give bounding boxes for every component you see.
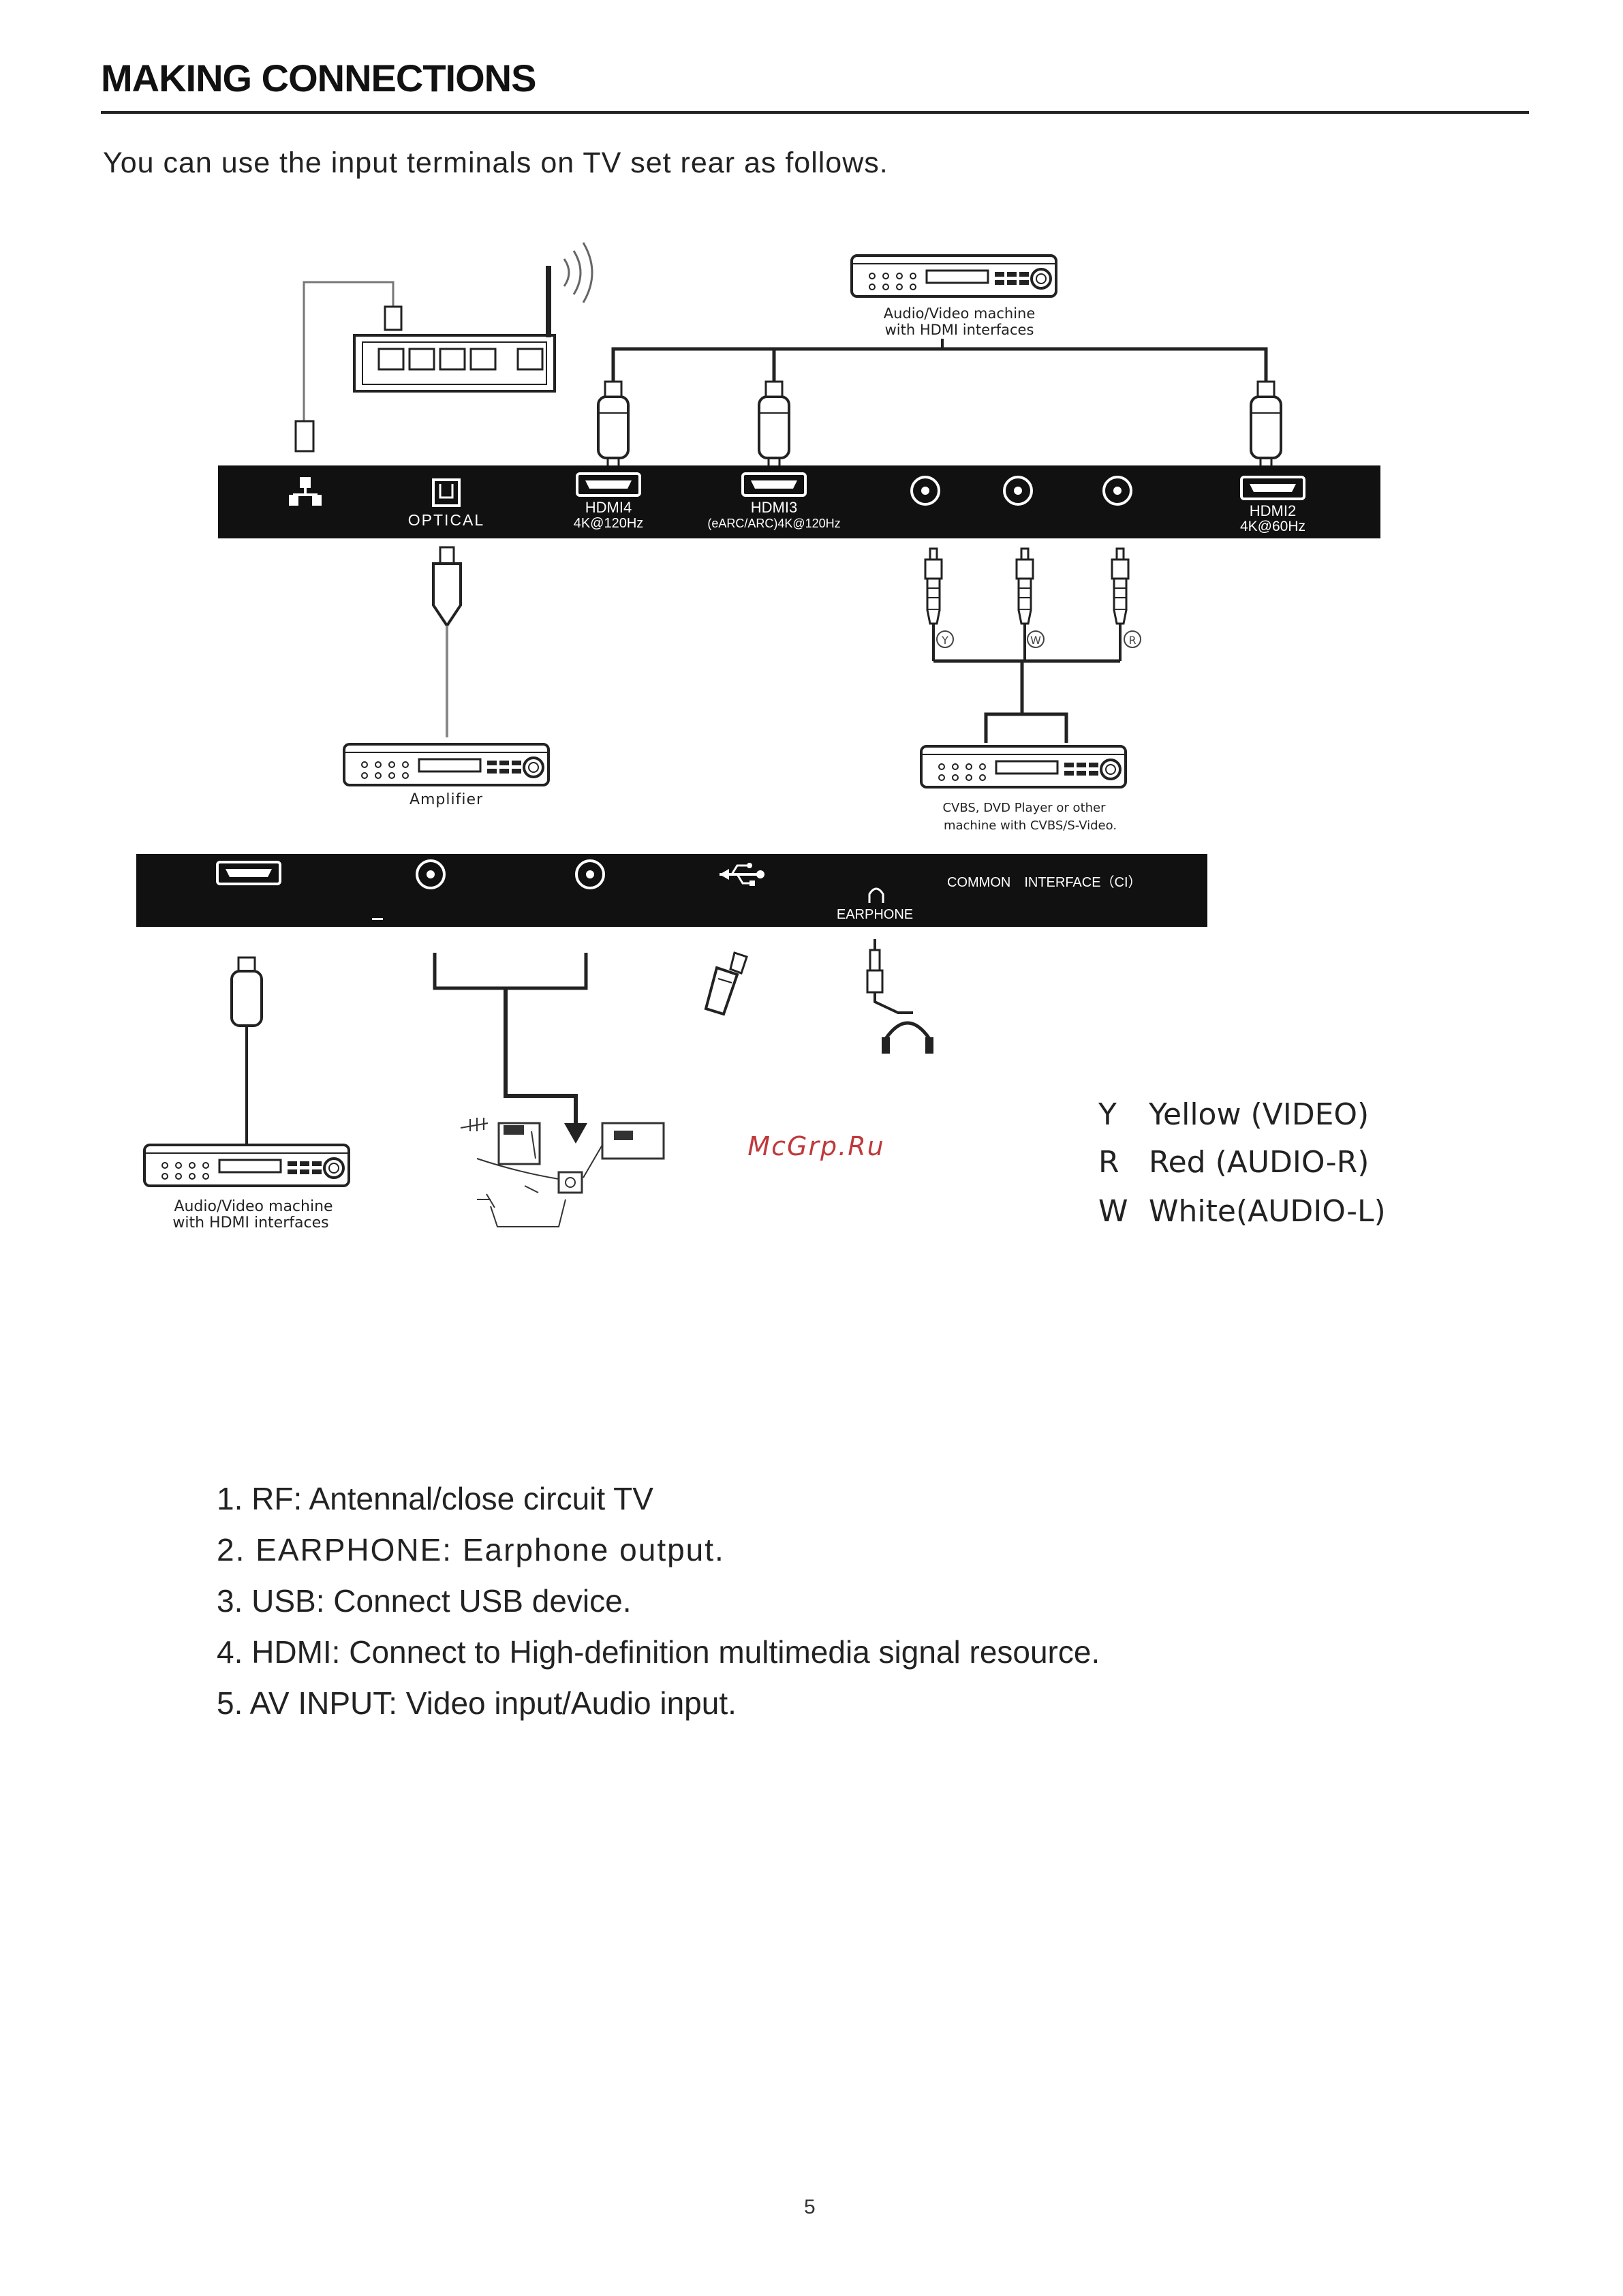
title-rule <box>101 111 1529 114</box>
amplifier <box>343 743 550 786</box>
hdmi4-plug <box>597 380 630 469</box>
av-machine-top-label-1: Audio/Video machine <box>884 305 1036 322</box>
hdmi3-port <box>741 472 807 497</box>
page-number: 5 <box>804 2196 816 2218</box>
legend-text: Yellow (VIDEO) <box>1149 1097 1370 1132</box>
cvbs-label-1: CVBS, DVD Player or other <box>942 801 1106 815</box>
av-machine-bottom <box>143 1144 350 1187</box>
rca-cables <box>932 624 1122 743</box>
lan-cable <box>294 281 403 453</box>
connection-diagram: Audio/Video machine with HDMI interfaces… <box>136 242 1380 1231</box>
legend-red: R Red (AUDIO-R) <box>1098 1145 1369 1180</box>
tv-rear-panel-bottom: EARPHONE COMMON INTERFACE（CI） <box>136 854 1207 927</box>
legend-yellow: Y Yellow (VIDEO) <box>1098 1097 1369 1132</box>
earphone-label: EARPHONE <box>837 907 913 922</box>
hdmi3-label: HDMI3 <box>751 499 797 516</box>
amplifier-label: Amplifier <box>409 791 483 808</box>
legend-white: W White(AUDIO-L) <box>1098 1194 1386 1229</box>
tv-rear-panel-top: OPTICAL HDMI4 4K@120Hz HDMI3 (eARC/ARC)4… <box>218 465 1380 538</box>
earphone-port-icon <box>868 887 884 903</box>
headphone <box>866 939 933 1054</box>
optical-cable <box>432 546 462 737</box>
av-machine-top <box>850 254 1057 298</box>
list-item: 2. EARPHONE: Earphone output. <box>217 1532 725 1567</box>
hdmi4-port <box>576 472 641 497</box>
hdmi3-spec: (eARC/ARC)4K@120Hz <box>707 517 840 530</box>
side-hdmi-port <box>216 861 281 885</box>
hdmi2-plug <box>1250 380 1282 469</box>
lan-icon <box>289 477 322 506</box>
hdmi4-label: HDMI4 <box>585 499 632 516</box>
router <box>353 242 593 393</box>
rca-plug-yellow <box>924 547 943 625</box>
legend-code: Y <box>1098 1097 1117 1132</box>
intro-text: You can use the input terminals on TV se… <box>103 147 888 179</box>
hdmi3-plug <box>758 380 790 469</box>
optical-port <box>432 478 461 507</box>
rf-cable <box>433 953 588 1144</box>
optical-label: OPTICAL <box>408 511 484 529</box>
legend-text: White(AUDIO-L) <box>1149 1194 1386 1229</box>
side-hdmi-cable <box>230 956 263 1145</box>
cvbs-label-2: machine with CVBS/S-Video. <box>944 818 1117 833</box>
cvbs-device <box>920 745 1127 789</box>
connection-list: 1. RF: Antennal/close circuit TV 2. EARP… <box>217 1473 1100 1729</box>
list-item: 1. RF: Antennal/close circuit TV <box>217 1481 653 1516</box>
legend-code: W <box>1098 1194 1128 1229</box>
rca-plug-white <box>1015 547 1034 625</box>
av-machine-top-label-2: with HDMI interfaces <box>885 322 1034 338</box>
rca-w-mark: W <box>1030 634 1041 647</box>
hdmi2-label: HDMI2 <box>1250 502 1296 519</box>
rca-plug-red <box>1111 547 1130 625</box>
legend-text: Red (AUDIO-R) <box>1149 1145 1370 1180</box>
hdmi2-spec: 4K@60Hz <box>1240 519 1305 534</box>
antenna-connection-sketch <box>460 1118 665 1227</box>
list-item: 3. USB: Connect USB device. <box>217 1583 632 1619</box>
hdmi2-port <box>1240 476 1305 500</box>
watermark: McGrp.Ru <box>747 1131 884 1161</box>
usb-stick <box>704 951 748 1016</box>
hdmi4-spec: 4K@120Hz <box>574 516 644 531</box>
page-title: MAKING CONNECTIONS <box>101 57 536 100</box>
av-machine-bottom-label-1: Audio/Video machine <box>174 1198 333 1215</box>
rca-y-mark: Y <box>941 634 948 647</box>
list-item: 5. AV INPUT: Video input/Audio input. <box>217 1685 737 1721</box>
rca-r-mark: R <box>1128 634 1136 647</box>
usb-port-icon <box>720 863 764 886</box>
legend-code: R <box>1098 1145 1119 1180</box>
av-machine-bottom-label-2: with HDMI interfaces <box>172 1214 328 1231</box>
list-item: 4. HDMI: Connect to High-definition mult… <box>217 1634 1100 1670</box>
ci-label: COMMON INTERFACE（CI） <box>947 874 1142 890</box>
